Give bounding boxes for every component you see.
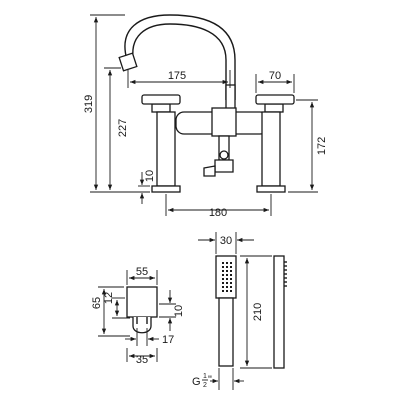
dim-spout-reach: 175 <box>168 70 186 82</box>
spray-nozzles <box>222 262 232 292</box>
bracket-plate <box>126 286 158 318</box>
right-handle-base <box>264 103 284 113</box>
handset-side-body <box>273 255 285 369</box>
hose-outlet <box>214 159 234 173</box>
left-handle <box>141 94 181 105</box>
thread-numerator: 1 <box>203 373 207 380</box>
right-handle <box>255 94 295 105</box>
thread-prefix: G <box>192 376 201 388</box>
dim-cup-height: 10 <box>173 305 185 317</box>
diverter-body <box>211 107 237 137</box>
spout-inner <box>132 23 227 100</box>
handset-front-drawing: 30 G 1 2 " <box>192 232 254 390</box>
dim-spout-height: 227 <box>117 119 129 137</box>
dim-body-height: 172 <box>316 137 328 155</box>
dim-head-width: 30 <box>220 235 232 247</box>
diverter-knob <box>219 150 229 160</box>
wall-bracket-drawing: 55 65 12 10 17 35 <box>91 266 185 366</box>
bracket-cup <box>132 317 152 334</box>
dim-outlet: 17 <box>162 334 174 346</box>
side-nozzles <box>284 261 287 287</box>
spout-outer <box>124 14 236 100</box>
dim-pillar-height: 10 <box>144 170 156 182</box>
dim-handle-width: 70 <box>269 70 281 82</box>
hose-connector <box>203 165 216 177</box>
thread-suffix: " <box>208 374 212 386</box>
bath-filler-drawing: 319 227 175 70 172 10 180 <box>83 14 328 219</box>
dim-base-width: 35 <box>136 354 148 366</box>
left-handle-base <box>151 103 171 113</box>
dim-overall-height: 319 <box>83 95 95 113</box>
spout-aerator <box>118 52 138 72</box>
dim-bracket-width: 55 <box>136 266 148 278</box>
dim-bracket-depth: 12 <box>103 292 115 304</box>
handset-side-drawing: 210 <box>240 255 287 369</box>
spout-collar <box>225 84 236 111</box>
dim-bracket-height: 65 <box>91 297 103 309</box>
thread-denominator: 2 <box>203 382 207 389</box>
handset-handle <box>218 297 234 367</box>
dim-handset-length: 210 <box>252 303 264 321</box>
right-column <box>261 111 281 187</box>
dim-centres: 180 <box>209 207 227 219</box>
left-column <box>156 111 176 187</box>
left-base-plate <box>151 185 181 193</box>
right-base-plate <box>256 185 286 193</box>
